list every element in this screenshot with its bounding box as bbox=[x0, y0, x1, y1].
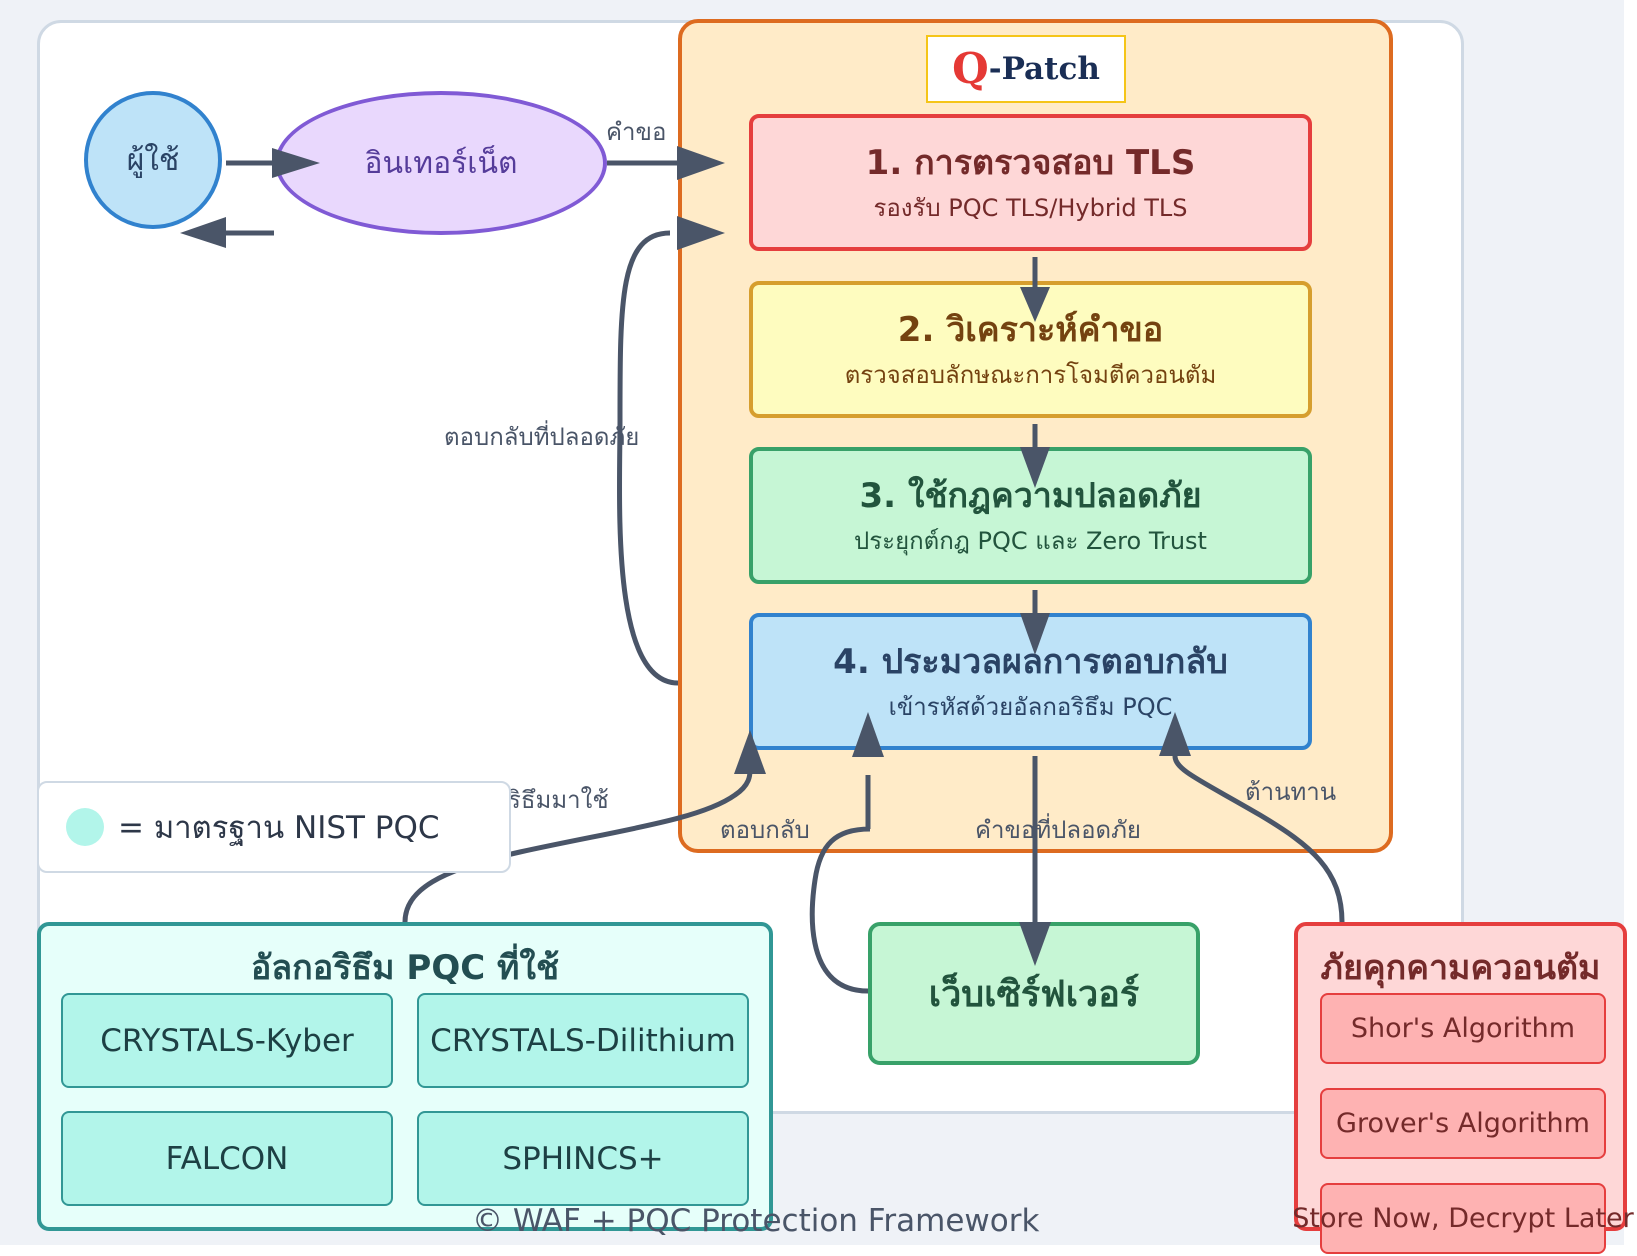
edge-label-response: ตอบกลับ bbox=[720, 816, 810, 844]
algorithm-dilithium[interactable]: CRYSTALS-Dilithium bbox=[417, 993, 749, 1088]
edge-label-request: คำขอ bbox=[606, 118, 667, 146]
arrowhead-return-to-user bbox=[180, 217, 226, 248]
step-tls-inspection[interactable]: 1. การตรวจสอบ TLS รองรับ PQC TLS/Hybrid … bbox=[749, 114, 1312, 251]
step-title: 3. ใช้กฎความปลอดภัย bbox=[859, 475, 1202, 516]
qpatch-logo: Q-Patch bbox=[926, 35, 1126, 103]
threat-shor[interactable]: Shor's Algorithm bbox=[1320, 993, 1606, 1064]
footer-copyright: © WAF + PQC Protection Framework bbox=[472, 1203, 1040, 1239]
step-title: 1. การตรวจสอบ TLS bbox=[865, 142, 1196, 183]
edge-label-resist: ต้านทาน bbox=[1245, 778, 1337, 806]
threats-panel-title: ภัยคุกคามควอนตัม bbox=[1320, 948, 1601, 988]
arrow-secure-response-loop bbox=[616, 230, 679, 686]
legend: = มาตรฐาน NIST PQC bbox=[37, 781, 511, 873]
arrowhead-user-to-internet bbox=[272, 148, 320, 178]
step-security-rules[interactable]: 3. ใช้กฎความปลอดภัย ประยุกต์กฎ PQC และ Z… bbox=[749, 447, 1312, 584]
internet-label: อินเทอร์เน็ต bbox=[364, 145, 518, 181]
algorithm-kyber[interactable]: CRYSTALS-Kyber bbox=[61, 993, 393, 1088]
edge-label-apply-algorithm: ริธึมมาใช้ bbox=[508, 786, 609, 814]
arrowhead-secure-request bbox=[1019, 922, 1051, 966]
step-subtitle: รองรับ PQC TLS/Hybrid TLS bbox=[873, 193, 1188, 222]
step-subtitle: ตรวจสอบลักษณะการโจมตีควอนตัม bbox=[844, 360, 1217, 389]
logo-q-mark: Q bbox=[952, 44, 989, 93]
user-label: ผู้ใช้ bbox=[126, 142, 180, 178]
arrowhead-threats-resist bbox=[1159, 712, 1191, 756]
arrow-server-response bbox=[809, 775, 871, 994]
pqc-algorithms-panel: อัลกอริธึม PQC ที่ใช้ CRYSTALS-Kyber CRY… bbox=[37, 922, 773, 1231]
internet-node[interactable]: อินเทอร์เน็ต bbox=[275, 91, 607, 235]
arrowhead-server-response bbox=[852, 712, 884, 757]
algorithm-sphincs[interactable]: SPHINCS+ bbox=[417, 1111, 749, 1206]
arrowhead-internet-to-tls bbox=[677, 146, 725, 180]
step-subtitle: ประยุกต์กฎ PQC และ Zero Trust bbox=[854, 526, 1207, 555]
edge-label-secure-response: ตอบกลับที่ปลอดภัย bbox=[444, 423, 640, 451]
arrowhead-pqc-to-step4 bbox=[734, 730, 766, 774]
web-server-label: เว็บเซิร์ฟเวอร์ bbox=[928, 974, 1140, 1015]
step-subtitle: เข้ารหัสด้วยอัลกอริธึม PQC bbox=[888, 692, 1173, 721]
edge-label-secure-request: คำขอที่ปลอดภัย bbox=[975, 816, 1141, 844]
arrowhead-step2-to-step3 bbox=[1020, 447, 1050, 488]
arrowhead-secure-response bbox=[677, 216, 725, 250]
algorithm-falcon[interactable]: FALCON bbox=[61, 1111, 393, 1206]
threat-grover[interactable]: Grover's Algorithm bbox=[1320, 1088, 1606, 1159]
arrowhead-step1-to-step2 bbox=[1020, 287, 1050, 322]
pqc-panel-title: อัลกอริธึม PQC ที่ใช้ bbox=[250, 948, 560, 988]
legend-swatch-nist bbox=[66, 808, 104, 846]
quantum-threats-panel: ภัยคุกคามควอนตัม Shor's Algorithm Grover… bbox=[1292, 922, 1634, 1254]
step-title: 4. ประมวลผลการตอบกลับ bbox=[833, 641, 1228, 682]
step-title: 2. วิเคราะห์คำขอ bbox=[897, 309, 1164, 350]
logo-wordmark: -Patch bbox=[988, 50, 1100, 87]
threat-store-now-decrypt-later[interactable]: Store Now, Decrypt Later bbox=[1292, 1183, 1634, 1254]
arrow-threats-resist bbox=[1172, 755, 1345, 923]
web-server-node[interactable]: เว็บเซิร์ฟเวอร์ bbox=[868, 922, 1200, 1065]
user-node[interactable]: ผู้ใช้ bbox=[84, 91, 222, 229]
arrow-pqc-to-step4 bbox=[402, 769, 753, 923]
arrowhead-step3-to-step4 bbox=[1020, 613, 1050, 655]
legend-text: = มาตรฐาน NIST PQC bbox=[118, 810, 440, 846]
